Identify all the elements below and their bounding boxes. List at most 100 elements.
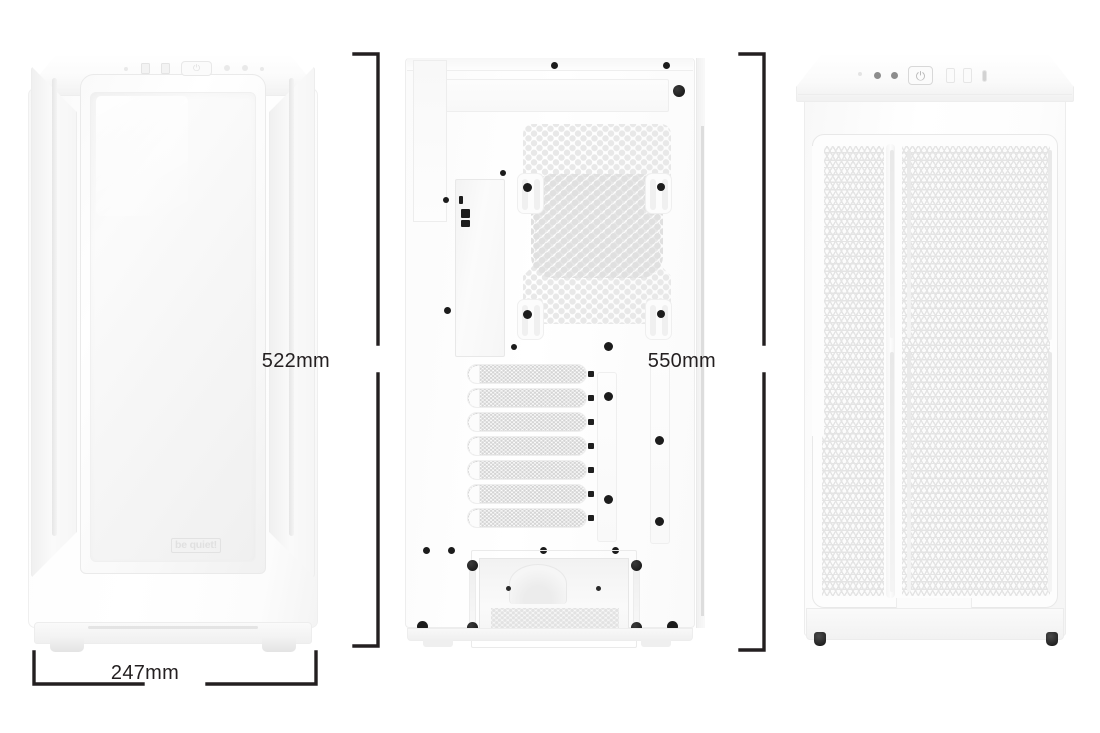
fan-mount-slot [517,299,544,340]
side-airflow-mesh-main [902,146,1050,596]
chassis-screw [655,436,664,445]
psu-bracket-slot [633,568,640,630]
fan-mount-slot [517,173,544,214]
fan-mount-slot [645,173,672,214]
audio-jack-icon [242,65,248,71]
pci-slot-tab [469,414,480,431]
pci-slot-screw [588,443,594,449]
side-top-seam [798,94,1072,95]
motherboard-io-cutout [455,179,505,357]
psu-thumbscrew[interactable] [631,622,642,633]
pci-slot-cover[interactable] [467,436,594,456]
rubber-foot [814,632,826,646]
side-io-cluster: ⏻ [858,66,1008,88]
height-rear-dimension-label: 522mm [261,350,330,372]
usb-port-icon [161,63,170,74]
rear-bottom-bar [407,628,693,641]
side-airflow-mesh-secondary [822,146,884,596]
rear-top-panel-plate [431,79,669,112]
pci-slot-stack [467,364,594,534]
side-vent-slot [890,352,894,592]
front-view: be quiet! ⏻ [28,52,318,652]
side-vent-slot [1048,150,1052,340]
chassis-screw [604,495,613,504]
rear-top-edge [407,58,693,71]
chassis-screw [604,342,613,351]
chassis-screw [604,392,613,401]
pci-slot-tab [469,462,480,479]
front-right-rail-groove [289,78,294,536]
vertical-vent-column [650,354,670,544]
front-panel-reflection [96,96,188,216]
pci-slot-tab [469,366,480,383]
side-bottom-tray [806,608,1064,640]
usb-port-icon [946,68,955,83]
pci-slot-screw [588,395,594,401]
front-left-rail-groove [52,78,57,536]
chassis-screw [423,547,430,554]
fan-screw [523,183,532,192]
rear-foot-left [423,640,453,647]
power-button-icon[interactable]: ⏻ [181,61,212,76]
psu-bracket-slot [469,568,476,630]
side-vent-slot [890,150,894,338]
fan-mount-slot [645,299,672,340]
pci-slot-tab [469,438,480,455]
indicator-led-icon [124,67,128,71]
chassis-screw [500,170,506,176]
panel-thumbscrew[interactable] [673,85,685,97]
usb-c-port-icon [982,70,987,82]
side-mesh-notch [812,146,824,436]
motherboard-io-inner [413,60,447,222]
rear-fan-opening [531,174,663,278]
chassis-screw [444,307,451,314]
usb-port-icon [963,68,972,83]
brand-logo: be quiet! [171,538,221,553]
side-vent-slot [1048,352,1052,592]
rear-side-panel-edge [696,58,705,628]
usb-port-icon [141,63,150,74]
width-dimension-line [32,650,318,686]
pci-slot-cover[interactable] [467,508,594,528]
pci-slot-tab [469,390,480,407]
height-side-dimension-label: 550mm [647,350,716,372]
side-vent-slot [907,150,911,338]
pci-slot-screw [588,467,594,473]
side-vent-slot [907,352,911,592]
pci-slot-screw [588,515,594,521]
chassis-screw [551,62,558,69]
psu-thumbscrew[interactable] [467,560,478,571]
side-view: ⏻ [790,52,1080,646]
width-dimension-label: 247mm [110,662,180,684]
io-shield-detail [459,196,463,204]
pci-slot-tab [469,486,480,503]
fan-screw [657,310,665,318]
psu-thumbscrew[interactable] [631,560,642,571]
fan-screw [523,310,532,319]
audio-jack-icon [891,72,898,79]
chassis-screw [663,62,670,69]
front-foot-left [50,638,84,652]
audio-jack-icon [874,72,881,79]
height-rear-dimension-line [352,52,380,648]
pci-slot-cover[interactable] [467,412,594,432]
rear-view [405,52,705,648]
chassis-screw [443,197,449,203]
power-button-icon[interactable]: ⏻ [908,66,933,85]
height-side-dimension-line [738,52,766,652]
psu-mount-screw [596,586,601,591]
io-shield-detail [461,220,470,227]
pci-slot-cover[interactable] [467,460,594,480]
pci-slot-cover[interactable] [467,364,594,384]
pci-slot-cover[interactable] [467,484,594,504]
psu-mount-screw [506,586,511,591]
pci-slot-screw [588,419,594,425]
front-base-vent-slit [88,626,258,629]
rear-side-panel-gap [701,126,704,616]
psu-fan [509,564,567,604]
pci-slot-cover[interactable] [467,388,594,408]
front-foot-right [262,638,296,652]
rubber-foot [1046,632,1058,646]
psu-thumbscrew[interactable] [467,622,478,633]
